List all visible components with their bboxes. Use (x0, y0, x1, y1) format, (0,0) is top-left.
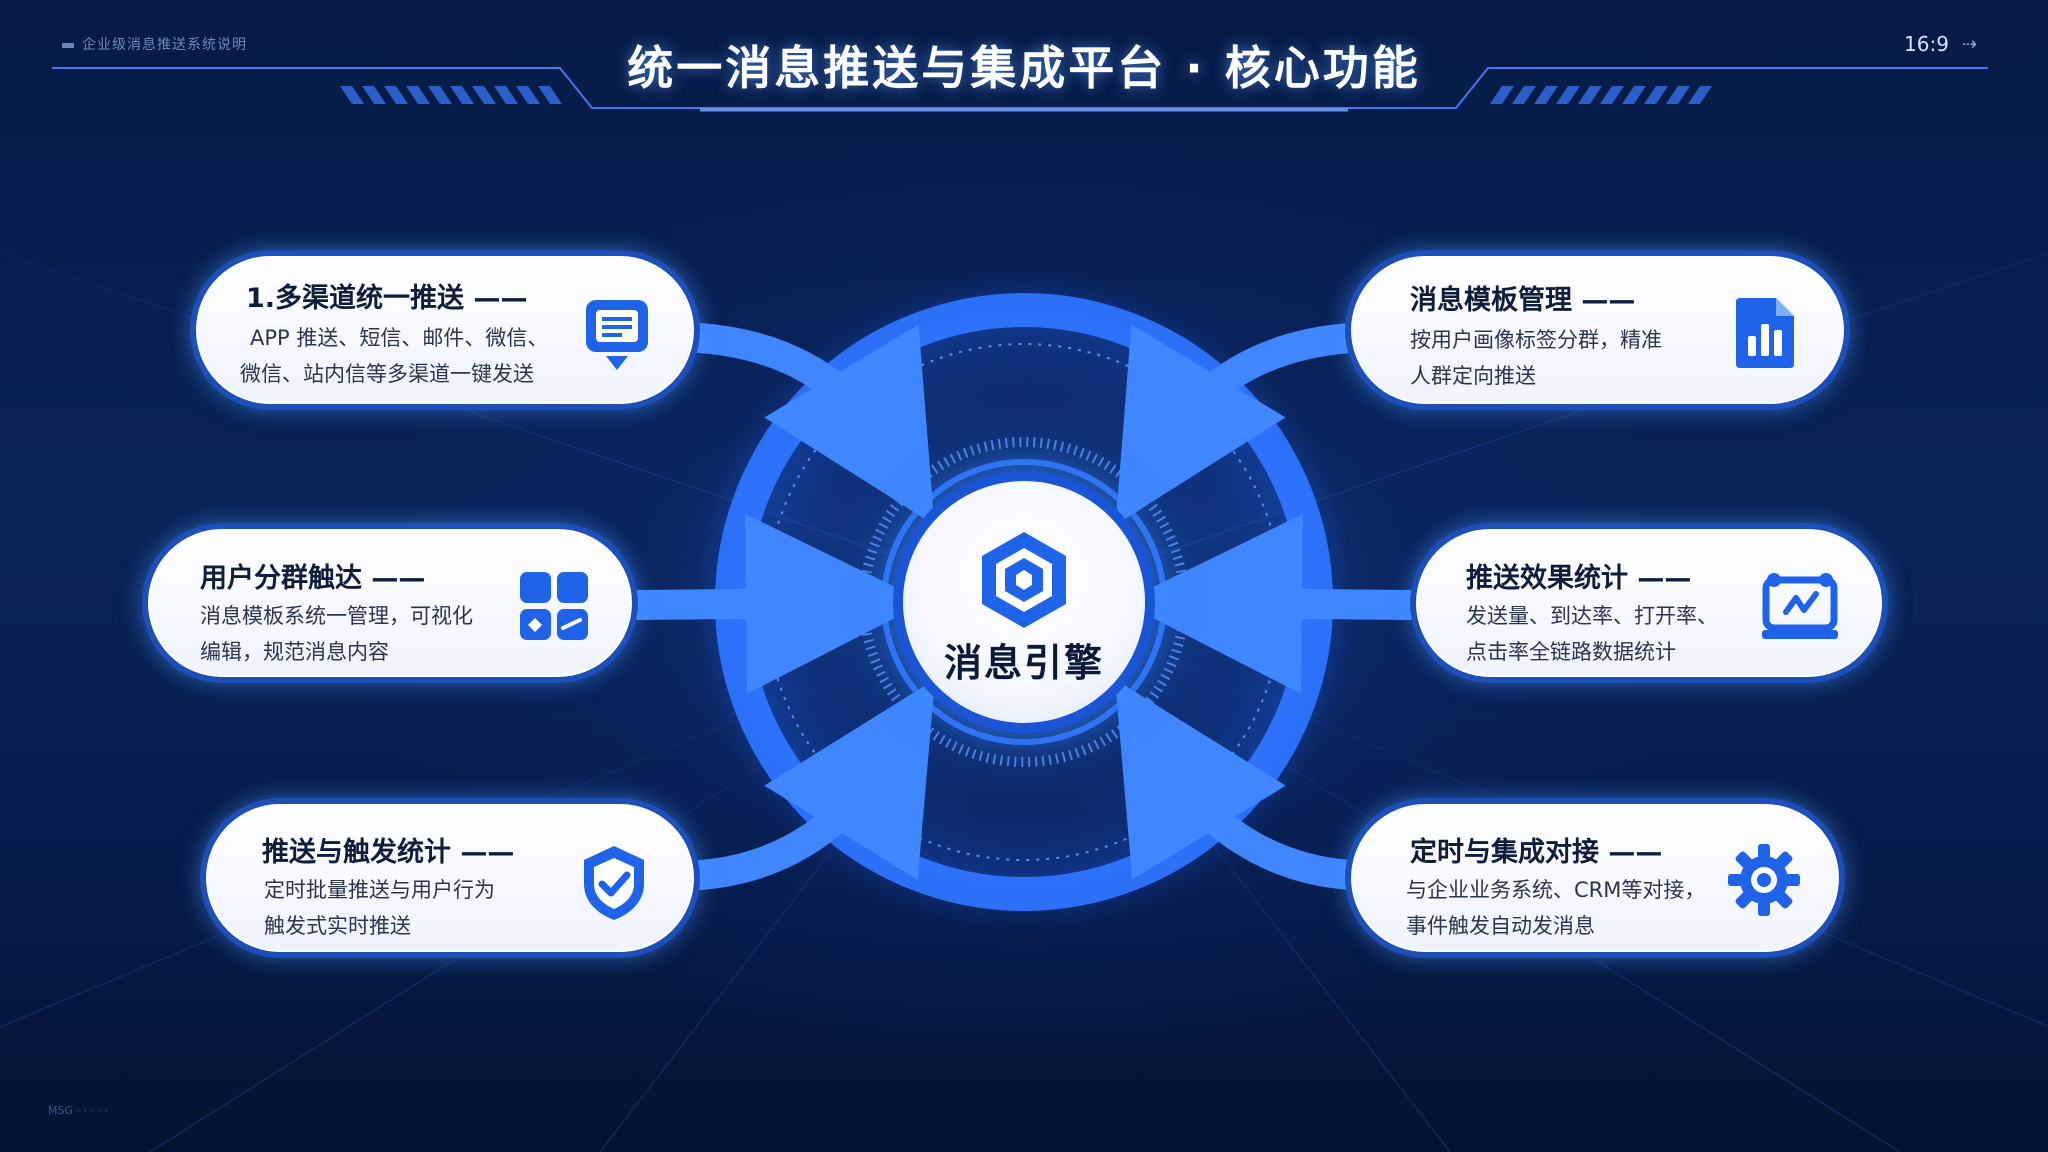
card-desc-line: 编辑，规范消息内容 (200, 640, 389, 664)
card-title: 消息模板管理 —— (1410, 285, 1636, 316)
card-title: 1.多渠道统一推送 —— (246, 283, 528, 314)
card-desc-line: 微信、站内信等多渠道一键发送 (240, 362, 534, 386)
header-tag: 企业级消息推送系统说明 (62, 34, 247, 54)
arrow-right-icon[interactable]: ⇢ (1962, 34, 1978, 55)
card-desc-line: 按用户画像标签分群，精准 (1410, 328, 1662, 352)
bar-chart-document-icon (1736, 298, 1794, 368)
card-desc-line: 发送量、到达率、打开率、 (1466, 604, 1718, 628)
card-title: 推送与触发统计 —— (262, 837, 515, 868)
shield-check-icon (584, 846, 644, 920)
card-title: 推送效果统计 —— (1466, 563, 1692, 594)
analytics-dashboard-icon (1762, 573, 1838, 639)
card-desc-line: 点击率全链路数据统计 (1466, 640, 1676, 664)
page-title: 统一消息推送与集成平台 · 核心功能 (627, 41, 1421, 95)
card-desc-line: APP 推送、短信、邮件、微信、 (250, 326, 549, 350)
card-desc-line: 消息模板系统一管理，可视化 (200, 604, 473, 628)
card-title: 用户分群触达 —— (200, 563, 426, 594)
hub-label: 消息引擎 (943, 641, 1104, 685)
app-grid-icon (520, 572, 588, 640)
message-screen-icon (586, 300, 648, 370)
feature-card-segmentation[interactable] (142, 523, 638, 683)
aspect-ratio-label: 16:9 (1904, 32, 1949, 56)
connector-arrows (623, 323, 1425, 890)
card-desc-line: 定时批量推送与用户行为 (264, 878, 495, 902)
footer-tag: MSG · · · · · (48, 1104, 108, 1117)
header-stripes-right (1490, 86, 1712, 104)
gear-icon (1728, 844, 1800, 916)
card-desc-line: 事件触发自动发消息 (1406, 914, 1595, 938)
hexagon-cube-icon (982, 532, 1066, 628)
card-title: 定时与集成对接 —— (1410, 837, 1663, 868)
header-stripes-left (340, 86, 562, 104)
card-desc-line: 人群定向推送 (1410, 364, 1536, 388)
card-desc-line: 与企业业务系统、CRM等对接， (1406, 878, 1706, 902)
card-desc-line: 触发式实时推送 (264, 914, 411, 938)
header-frame (52, 67, 1988, 112)
